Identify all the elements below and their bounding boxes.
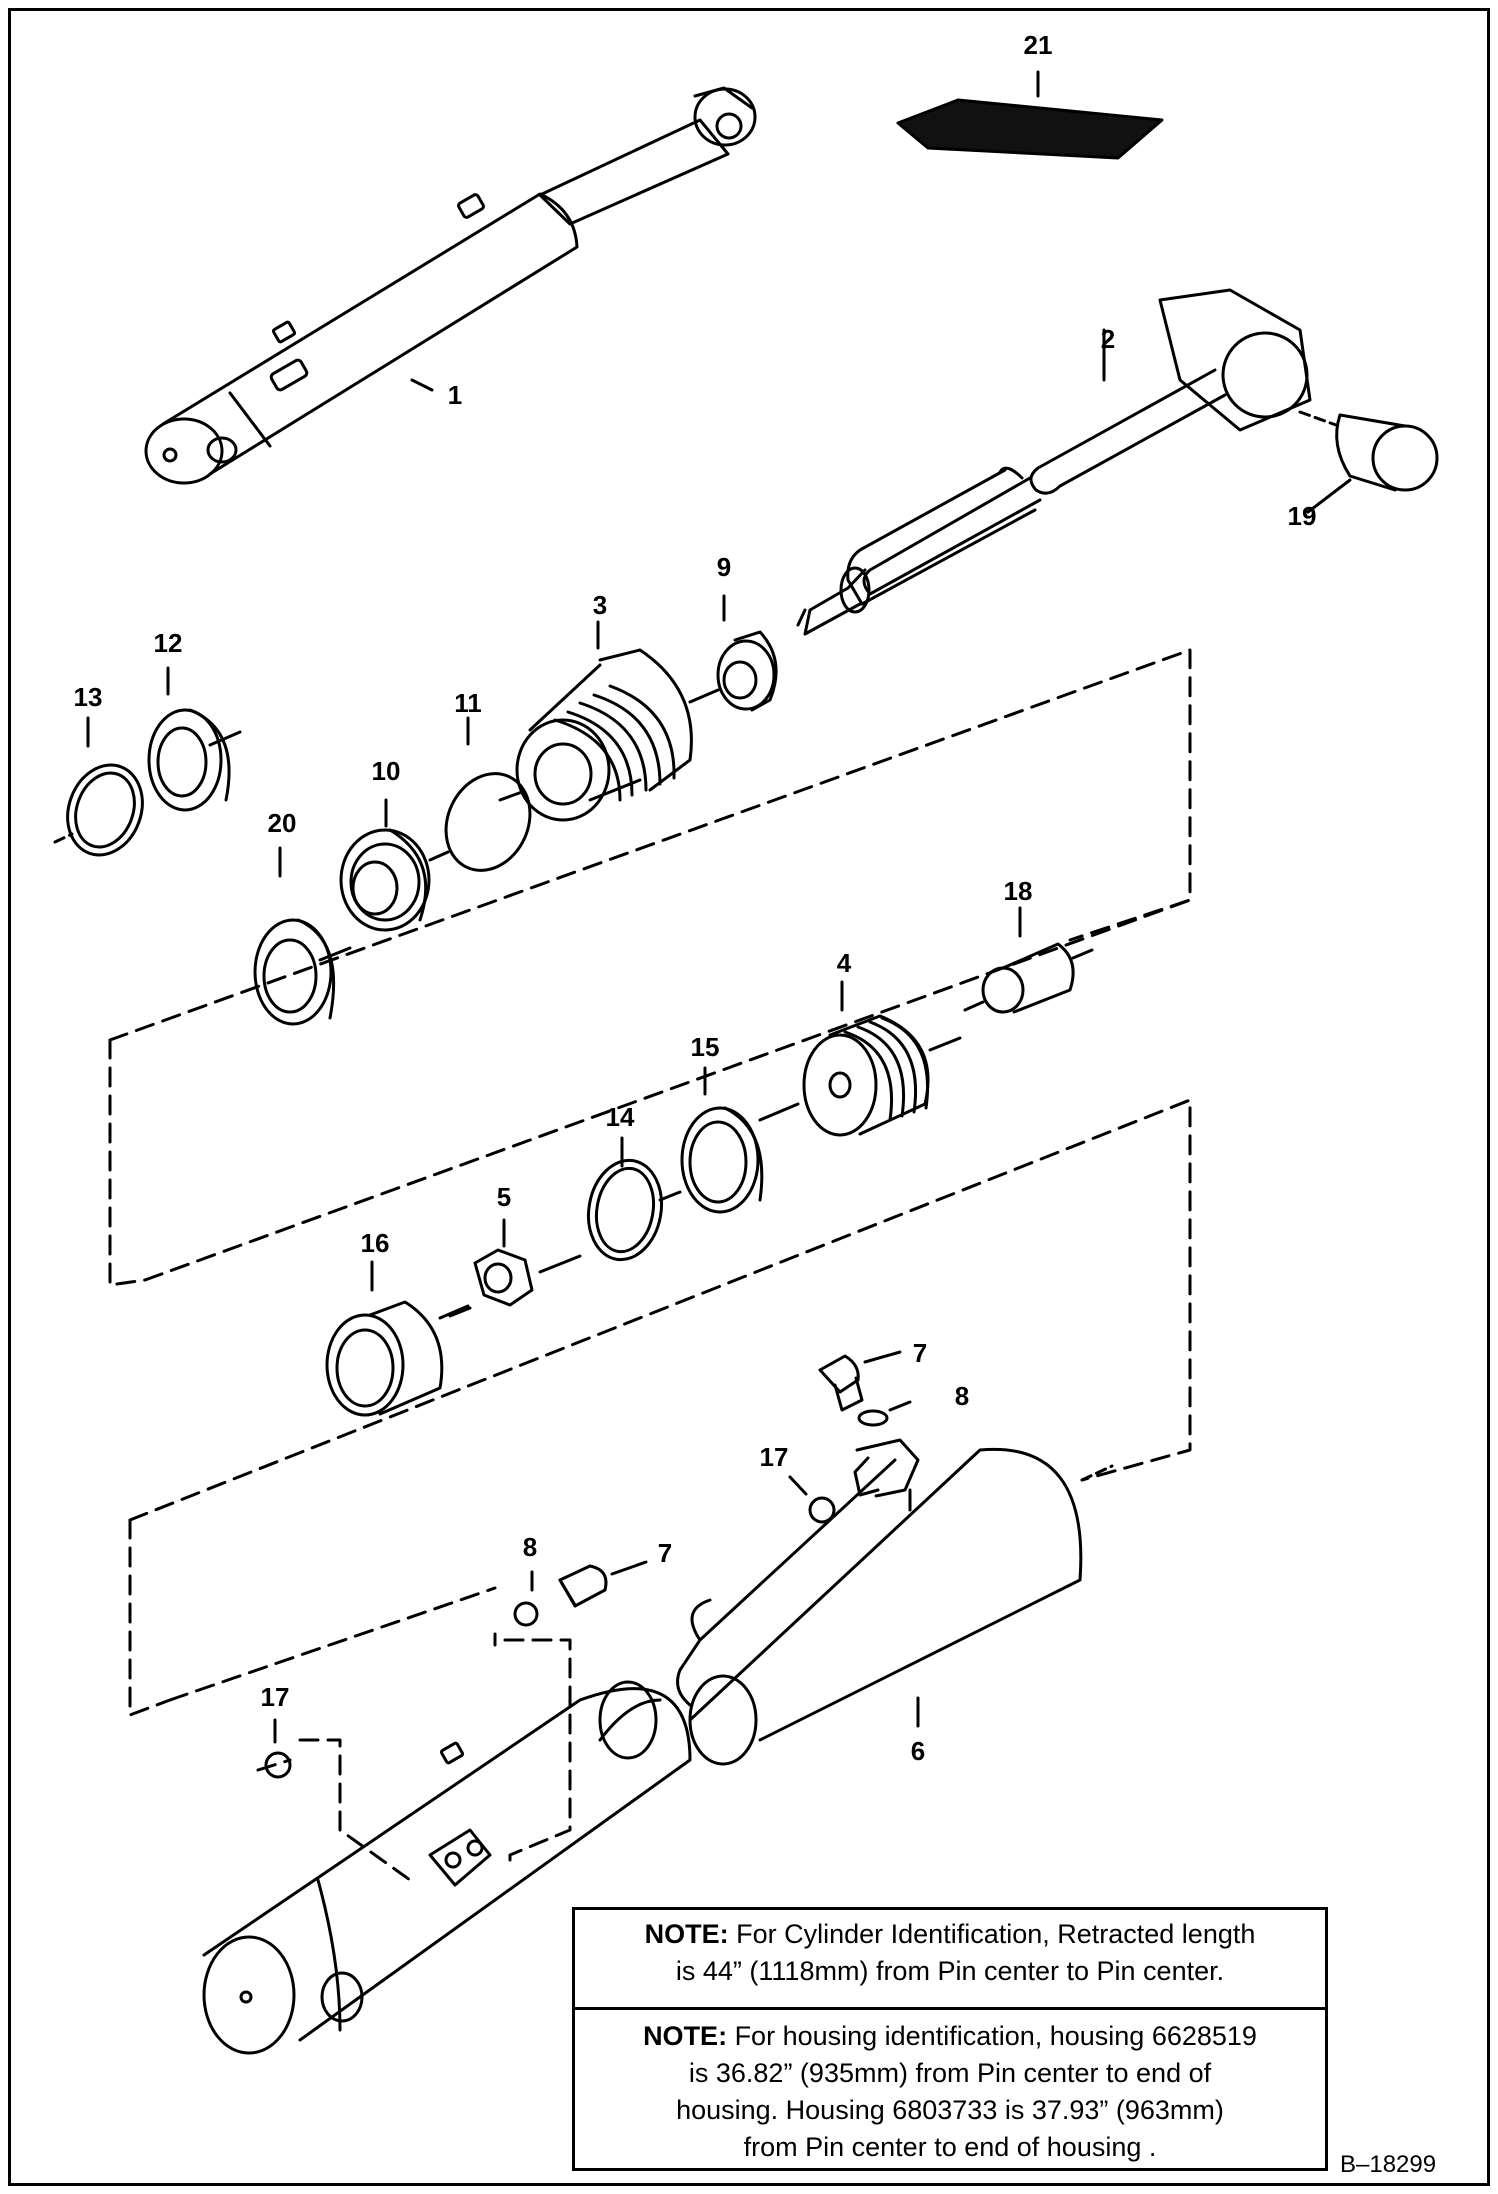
part-label-2: 2 [1101,324,1115,354]
part-label-13: 13 [74,682,103,712]
part-label-8-upper: 8 [955,1381,969,1411]
part-label-1: 1 [448,380,462,410]
part-label-6: 6 [911,1736,925,1766]
notes-box: NOTE: For Cylinder Identification, Retra… [572,1907,1328,2171]
note-text-line: For housing identification, housing 6628… [727,2021,1257,2051]
part-label-10: 10 [372,756,401,786]
part-label-17-upper: 17 [760,1442,789,1472]
bushing-part [1298,410,1439,514]
part-label-7-lower: 7 [658,1538,672,1568]
part-number-labels: 21 2 1 19 9 3 12 13 11 10 20 18 4 15 14 … [74,30,1317,1766]
note-prefix: NOTE: [644,1919,729,1949]
piston-seal-part [680,1066,764,1214]
note-housing-identification: NOTE: For housing identification, housin… [575,2018,1325,2166]
note-text-line: from Pin center to end of housing . [743,2132,1157,2162]
piston-part [758,980,962,1137]
part-label-8-lower: 8 [523,1532,537,1562]
decal-part [896,70,1164,160]
oring-part [444,716,532,872]
ring-part [586,1136,682,1262]
part-label-11: 11 [454,688,482,718]
part-label-18: 18 [1004,876,1033,906]
part-label-7-upper: 7 [913,1338,927,1368]
rod-part [796,288,1312,636]
part-label-15: 15 [691,1032,720,1062]
cylinder-assembly-part [144,86,757,485]
housing-part [202,1680,692,2055]
part-label-14: 14 [606,1102,635,1132]
barrel-part [676,1438,1114,1766]
note-text-line: is 44” (1118mm) from Pin center to Pin c… [675,1956,1225,1986]
part-label-5: 5 [497,1182,511,1212]
part-label-20: 20 [268,808,297,838]
part-label-4: 4 [837,948,852,978]
part-label-21: 21 [1024,30,1053,60]
part-label-3: 3 [593,590,607,620]
assembly-guide-lines [108,648,1192,1882]
note-prefix: NOTE: [643,2021,728,2051]
fitting-lower-part [513,1560,648,1627]
retaining-ring-part [53,716,144,857]
note-text-line: housing. Housing 6803733 is 37.93” (963m… [676,2095,1224,2125]
part-label-19: 19 [1288,501,1317,531]
part-label-16: 16 [361,1228,390,1258]
drawing-number: B–18299 [1340,2151,1437,2178]
note-text-line: For Cylinder Identification, Retracted l… [728,1919,1256,1949]
part-label-17-lower: 17 [261,1682,290,1712]
oring-upper-part [788,1475,836,1524]
wear-ring-part [147,666,242,812]
part-label-12: 12 [154,628,183,658]
backup-ring-part [253,846,352,1026]
oring-lower-part [264,1718,292,1779]
part-label-9: 9 [717,552,731,582]
seal-part [339,798,450,932]
piston-bushing-part [325,1260,472,1417]
fitting-upper-part [818,1350,912,1427]
nut-part [438,1218,582,1320]
wiper-part [688,594,778,712]
notes-divider [575,2007,1325,2010]
head-part [498,620,693,822]
note-cylinder-identification: NOTE: For Cylinder Identification, Retra… [575,1916,1325,1990]
note-text-line: is 36.82” (935mm) from Pin center to end… [688,2058,1212,2088]
